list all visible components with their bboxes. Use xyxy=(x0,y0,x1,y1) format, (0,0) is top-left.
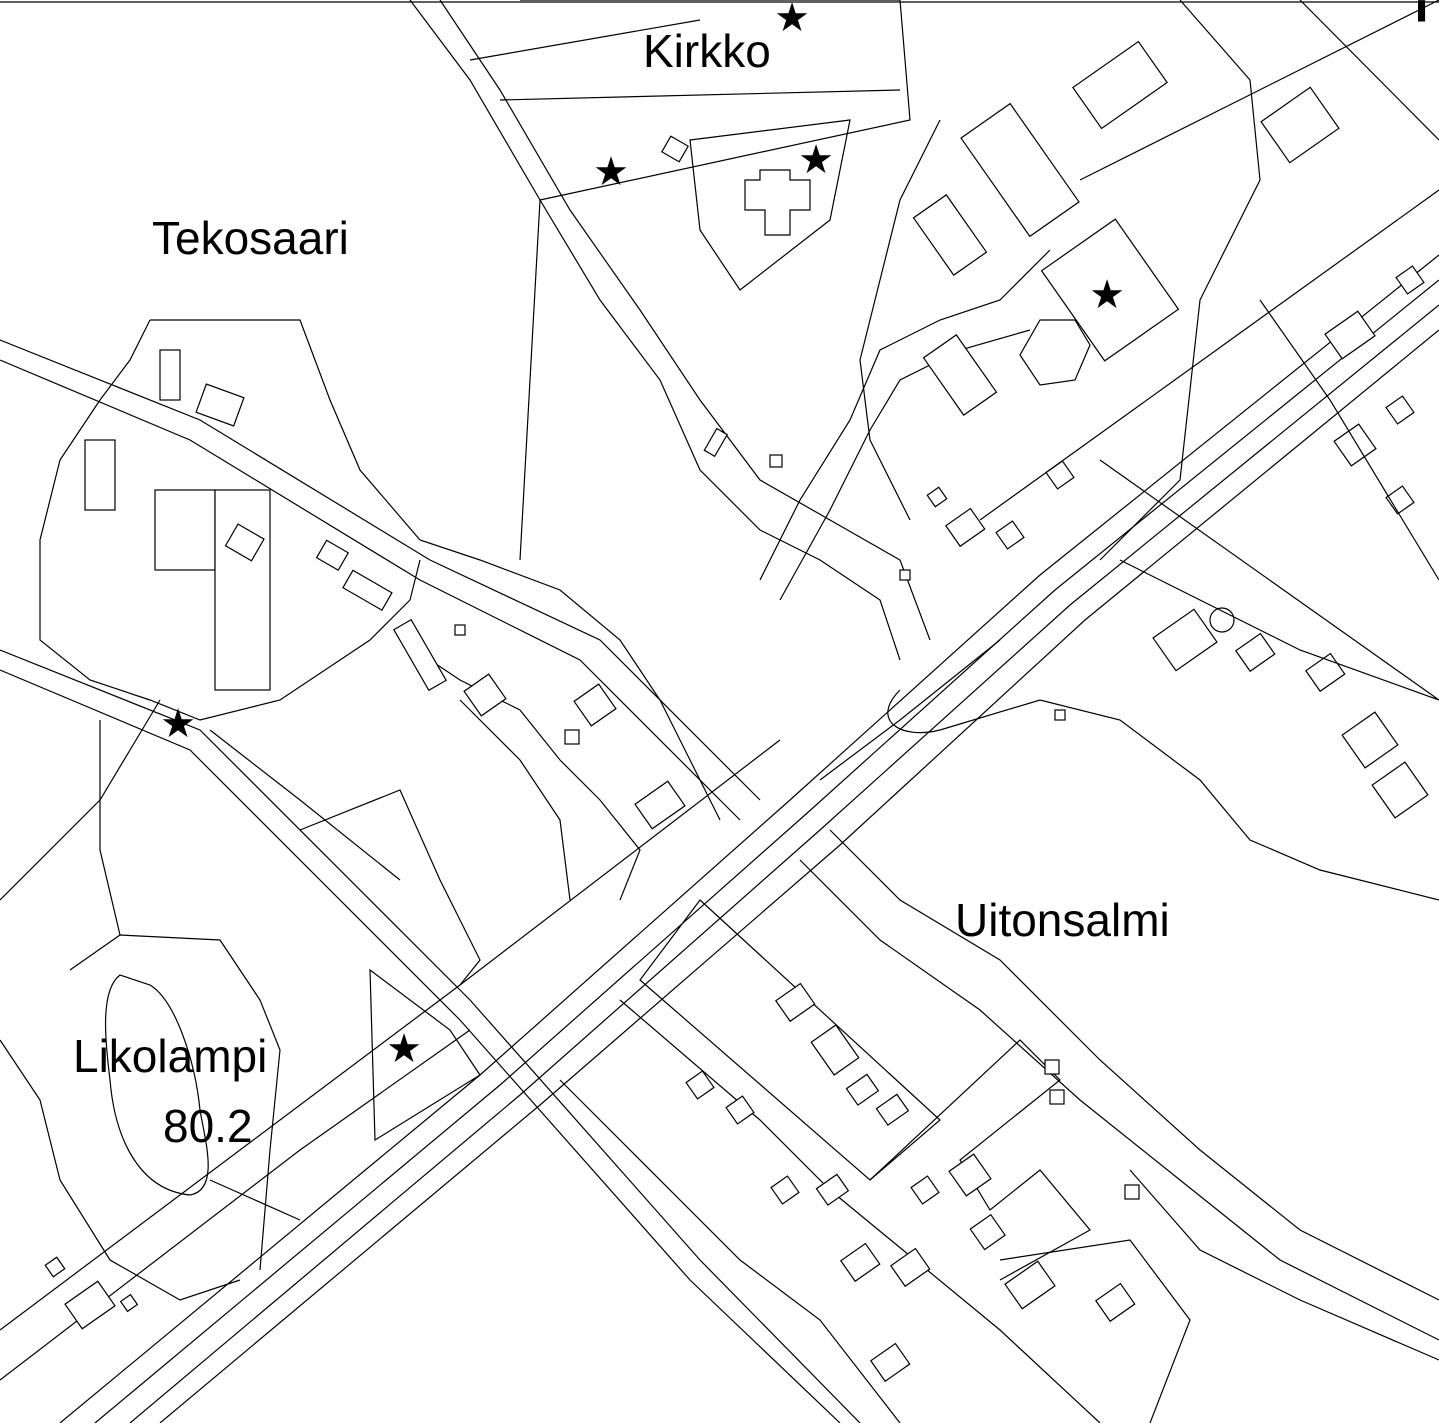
star-marker-icon[interactable]: ★ xyxy=(798,137,834,183)
star-marker-icon[interactable]: ★ xyxy=(160,701,196,747)
likolampi-area xyxy=(0,699,481,1330)
star-marker-icon[interactable]: ★ xyxy=(774,0,810,41)
label-likolampi: Likolampi xyxy=(73,1030,268,1082)
label-tekosaari: Tekosaari xyxy=(152,212,349,264)
star-marker-icon[interactable]: ★ xyxy=(1089,272,1125,318)
star-marker-icon[interactable]: ★ xyxy=(386,1026,422,1072)
label-kirkko: Kirkko xyxy=(643,25,771,77)
likolampi-lake xyxy=(104,974,209,1196)
church-area xyxy=(469,0,911,291)
middle-parcels xyxy=(299,199,1075,986)
corner-tick-icon: ▌ xyxy=(1418,1,1432,22)
label-likolampi-elevation: 80.2 xyxy=(163,1100,253,1152)
strait-line xyxy=(819,639,1001,781)
road-nw-se xyxy=(0,339,861,1424)
shorelines xyxy=(409,0,1439,1341)
star-marker-icon[interactable]: ★ xyxy=(593,149,629,195)
se-buildings xyxy=(559,899,1439,1424)
label-uitonsalmi: Uitonsalmi xyxy=(955,894,1170,946)
ne-buildings xyxy=(912,0,1439,819)
tekosaari-island xyxy=(39,319,721,821)
